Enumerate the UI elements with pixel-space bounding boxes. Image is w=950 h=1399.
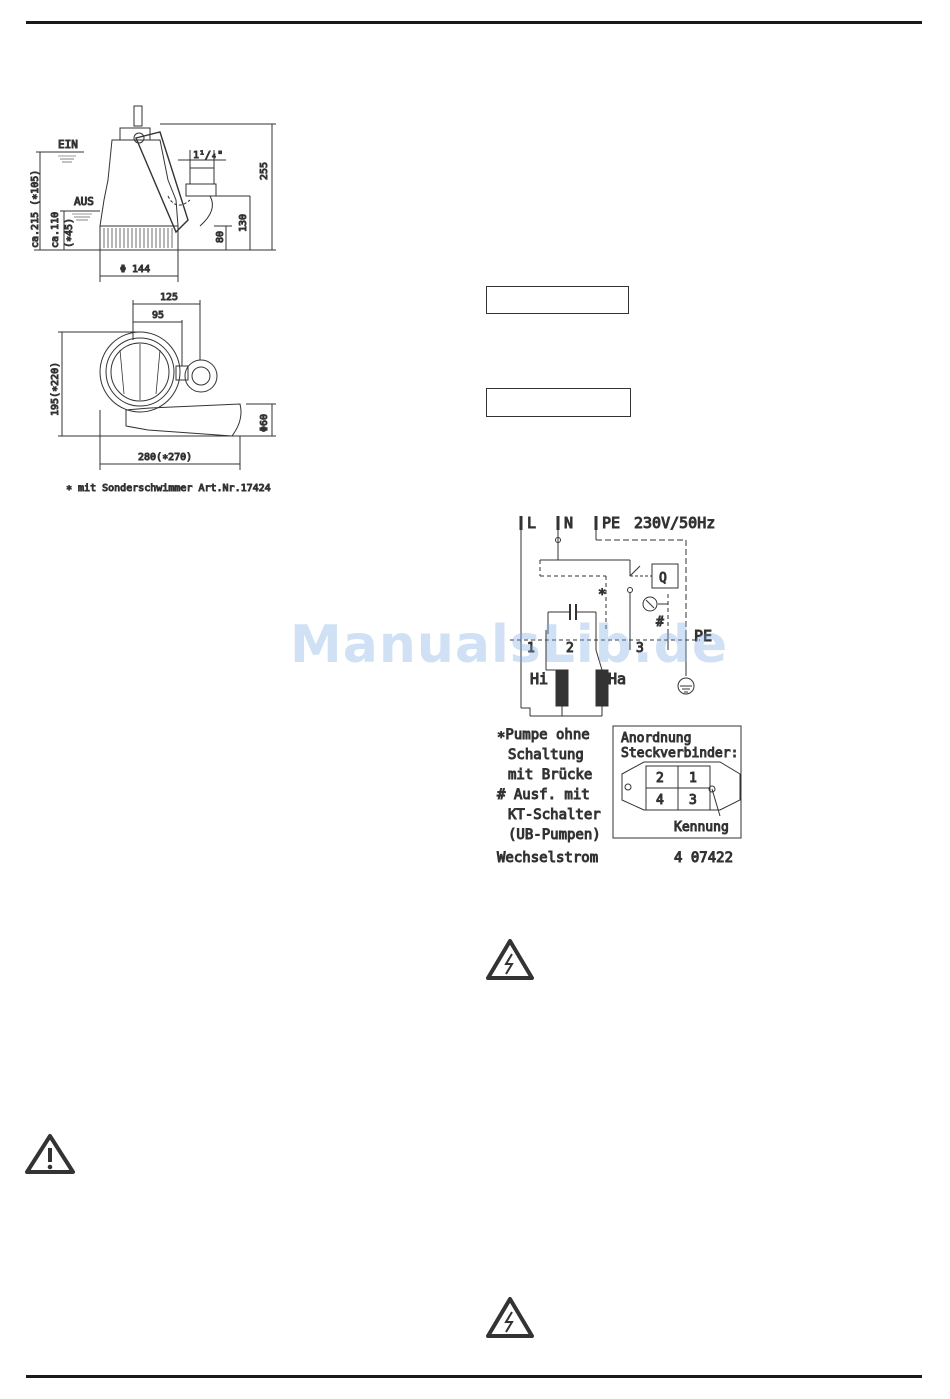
pin-1: 1 (527, 641, 535, 656)
pin-2: 2 (566, 641, 574, 656)
dim-45: (∗45) (64, 218, 75, 248)
wiring-diagram (510, 516, 742, 839)
dim-diam60: Φ60 (259, 414, 270, 432)
dim-195: 195(∗220) (50, 362, 61, 416)
pe-right: PE (694, 627, 712, 645)
note-star-2: Schaltung (508, 747, 584, 763)
terminal-n: N (564, 514, 573, 532)
winding-hi: Hi (530, 670, 548, 688)
terminal-l: L (527, 514, 536, 532)
note-star-3: mit Brücke (508, 767, 592, 783)
star-mark: ∗ (598, 584, 606, 600)
connector-pin-1: 1 (689, 771, 697, 786)
pump-top-view (58, 300, 276, 470)
top-rule (26, 21, 922, 24)
dim-125: 125 (160, 292, 178, 303)
dim-130: 130 (238, 214, 249, 232)
warning-electric-icon-2 (486, 1297, 534, 1338)
note-hash-2: KT-Schalter (508, 807, 601, 823)
dim-80: 80 (215, 231, 226, 243)
note-hash-3: (UB-Pumpen) (508, 827, 601, 843)
connector-title-2: Steckverbinder: (621, 746, 738, 761)
note-hash-1: # Ausf. mit (497, 787, 590, 803)
connector-title-1: Anordnung (621, 731, 691, 746)
terminal-pe: PE (602, 514, 620, 532)
pump-footnote: ∗ mit Sonderschwimmer Art.Nr.17424 (66, 483, 271, 494)
pump-side-view (34, 105, 276, 282)
connector-pin-2: 2 (656, 771, 664, 786)
current-type: Wechselstrom (497, 850, 598, 866)
connector-pin-3: 3 (689, 793, 697, 808)
dim-ca110: ca.110 (50, 212, 61, 248)
connector-pin-4: 4 (656, 793, 664, 808)
watermark: ManualsLib.de (290, 615, 729, 675)
q-label: Q (659, 571, 667, 586)
level-off-label: AUS (74, 195, 94, 208)
dim-95: 95 (152, 310, 164, 321)
drawing-number: 4 07422 (674, 850, 733, 866)
dim-ca215: ca.215 (∗105) (30, 170, 41, 248)
level-on-label: EIN (58, 138, 78, 151)
note-star-1: ∗Pumpe ohne (497, 727, 590, 743)
empty-box-1 (486, 286, 629, 314)
hash-mark: # (656, 615, 664, 630)
dim-255: 255 (259, 162, 270, 180)
dim-diam144: Φ 144 (120, 264, 150, 275)
kennung-label: Kennung (674, 820, 729, 835)
empty-box-2 (486, 388, 631, 417)
dim-thread: 1¹/₄" (193, 150, 223, 161)
pin-3: 3 (636, 641, 644, 656)
supply-voltage: 230V/50Hz (634, 514, 715, 532)
warning-exclamation-icon (25, 1134, 75, 1174)
bottom-rule (26, 1375, 922, 1378)
warning-electric-icon (486, 939, 534, 980)
winding-ha: Ha (608, 670, 626, 688)
dim-280: 280(∗270) (138, 452, 192, 463)
